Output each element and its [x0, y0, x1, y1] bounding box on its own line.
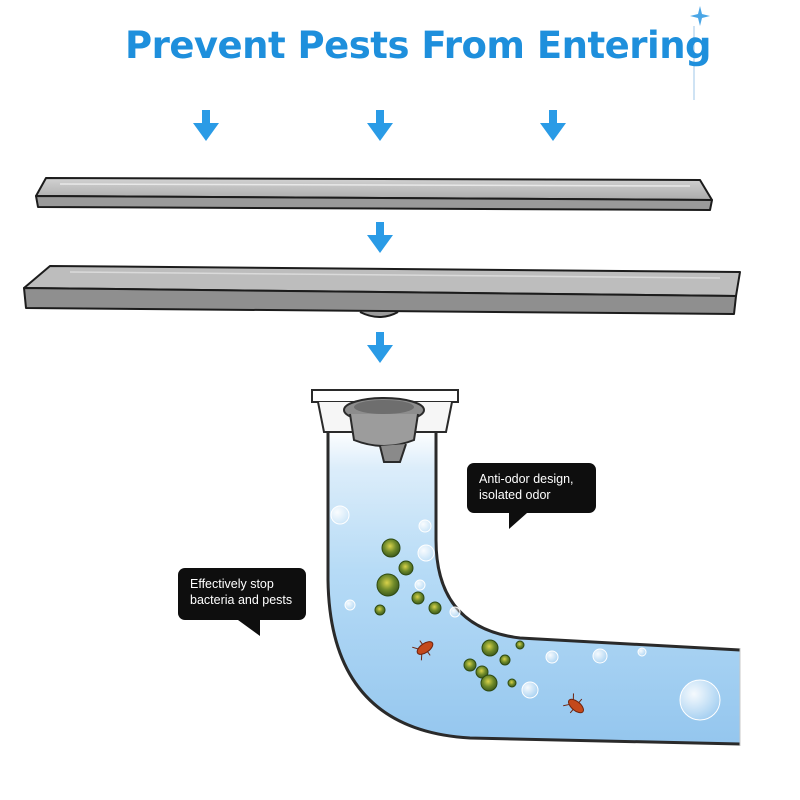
- callout-anti-odor-line-2: isolated odor: [479, 488, 551, 502]
- callout-stop-pests-line-2: bacteria and pests: [190, 593, 293, 607]
- sparkle-icon: [690, 6, 710, 100]
- water-bubbles: [330, 505, 721, 721]
- down-arrow-icon: [367, 332, 393, 363]
- page-title: Prevent Pests From Entering: [124, 24, 712, 67]
- down-arrow-icon: [367, 222, 393, 253]
- cockroach-icon: [563, 693, 584, 714]
- callout-stop-pests-line-1: Effectively stop: [190, 577, 274, 591]
- germ-icon: [374, 538, 525, 692]
- down-arrow-icon: [367, 110, 393, 141]
- down-arrow-icon: [193, 110, 219, 141]
- callout-anti-odor: Anti-odor design, isolated odor: [467, 463, 596, 529]
- anti-odor-core: [311, 389, 459, 463]
- cockroach-icon: [412, 640, 434, 661]
- down-arrow-icon: [540, 110, 566, 141]
- callout-anti-odor-line-1: Anti-odor design,: [479, 472, 574, 486]
- callout-stop-pests: Effectively stop bacteria and pests: [178, 568, 306, 636]
- drain-cover: [35, 177, 713, 211]
- drain-channel: [23, 265, 741, 318]
